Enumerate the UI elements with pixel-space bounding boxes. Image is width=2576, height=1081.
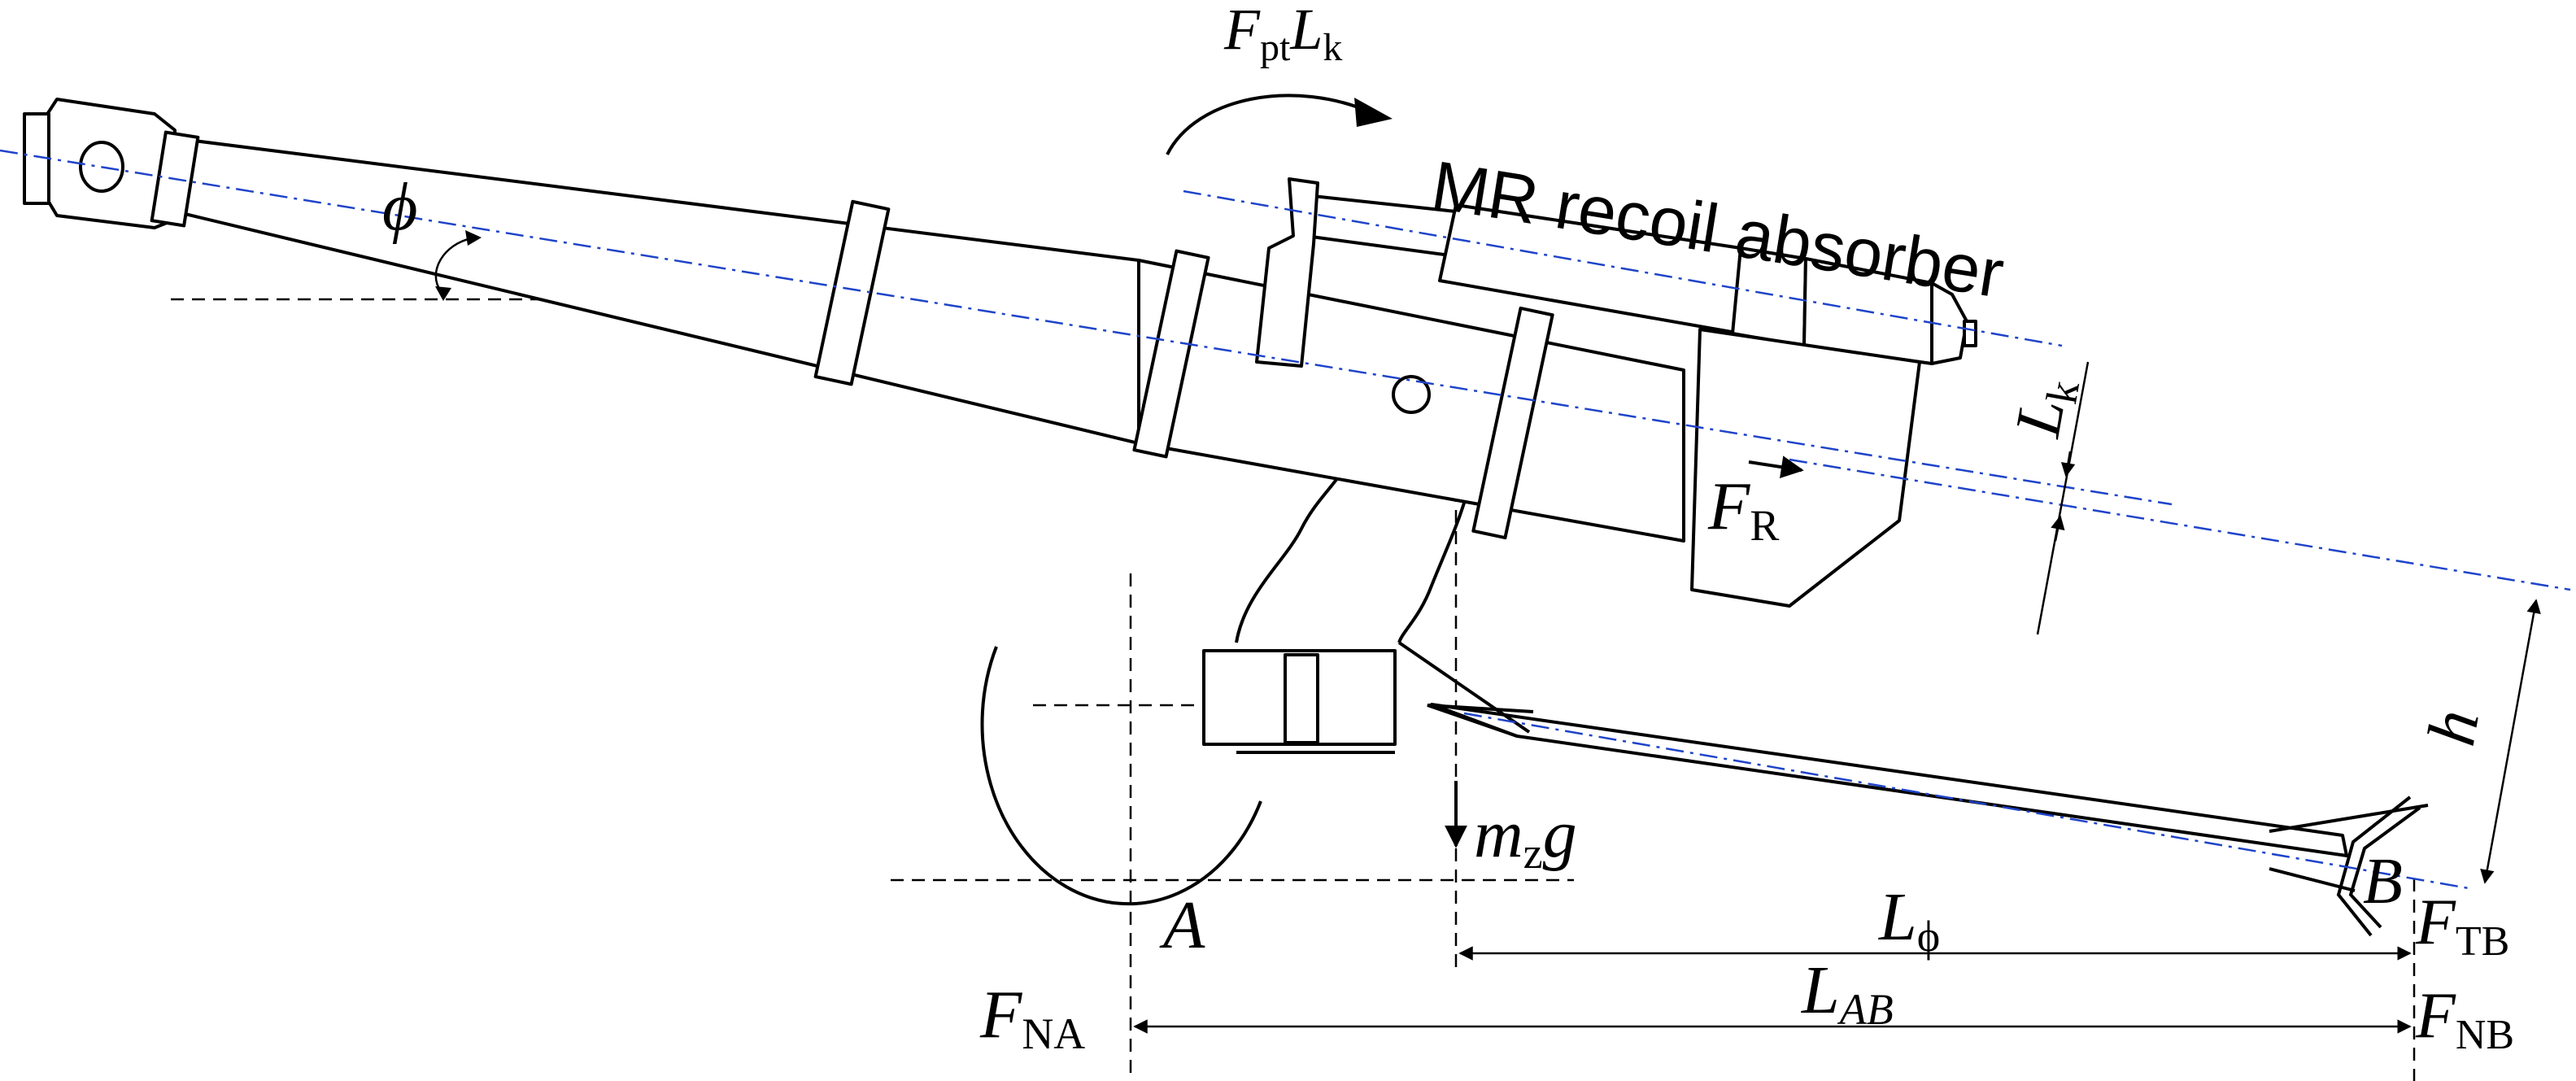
recoil-force-label: FR bbox=[1707, 469, 1779, 550]
elevation-angle-arc bbox=[434, 237, 473, 292]
trunnion-pin bbox=[1392, 375, 1431, 414]
elevation-arrow-top bbox=[465, 230, 482, 246]
trail-assembly bbox=[1427, 703, 2429, 937]
elevation-arrow-bottom bbox=[435, 286, 451, 301]
absorber-end-nub bbox=[1963, 320, 1977, 347]
fnb-label: FNB bbox=[2415, 980, 2514, 1058]
fna-label: FNA bbox=[979, 977, 1085, 1058]
recoil-absorber bbox=[1255, 177, 1977, 608]
elevation-angle-label: ϕ bbox=[382, 169, 417, 245]
lab-label: LAB bbox=[1801, 952, 1894, 1034]
point-a-label: A bbox=[1159, 887, 1205, 963]
lphi-label: Lϕ bbox=[1878, 879, 1940, 961]
recoil-force-arrow bbox=[1748, 456, 1804, 479]
ftb-label: FTB bbox=[2415, 887, 2509, 965]
sledge-insert bbox=[1284, 653, 1319, 744]
spade-plate-outer bbox=[2336, 795, 2412, 937]
h-dimension-line bbox=[2480, 599, 2541, 884]
barrel-centerline bbox=[0, 149, 2173, 506]
h-label: h bbox=[2413, 704, 2494, 752]
absorber-mount-block bbox=[1690, 328, 1921, 608]
barrel-ring-2 bbox=[1132, 249, 1210, 459]
barrel-ring-3 bbox=[1471, 306, 1554, 540]
point-b-label: B bbox=[2363, 846, 2403, 918]
barrel-tube bbox=[173, 137, 1140, 445]
extended-barrel-axis bbox=[1789, 458, 2571, 591]
gun-barrel bbox=[23, 98, 1685, 543]
wheel-arc bbox=[980, 646, 1262, 906]
absorber-centerline bbox=[1183, 190, 2063, 347]
moment-label: FptLk bbox=[1223, 0, 1342, 69]
spade-plate-inner bbox=[2348, 806, 2421, 929]
lk-arrow-lower bbox=[2051, 515, 2065, 542]
spade-upper-brace bbox=[2269, 804, 2429, 833]
cradle-leg bbox=[1397, 641, 1531, 734]
moment-arrow bbox=[1166, 94, 1375, 155]
moment-arrow-head bbox=[1354, 98, 1393, 127]
lk-arrow-upper bbox=[2060, 451, 2076, 477]
lk-extension-line bbox=[2036, 361, 2090, 635]
weight-force-label: mzg bbox=[1474, 796, 1577, 878]
barrel-ring-1 bbox=[813, 199, 891, 386]
absorber-bracket bbox=[1255, 177, 1319, 368]
muzzle-front-plate bbox=[23, 112, 50, 205]
